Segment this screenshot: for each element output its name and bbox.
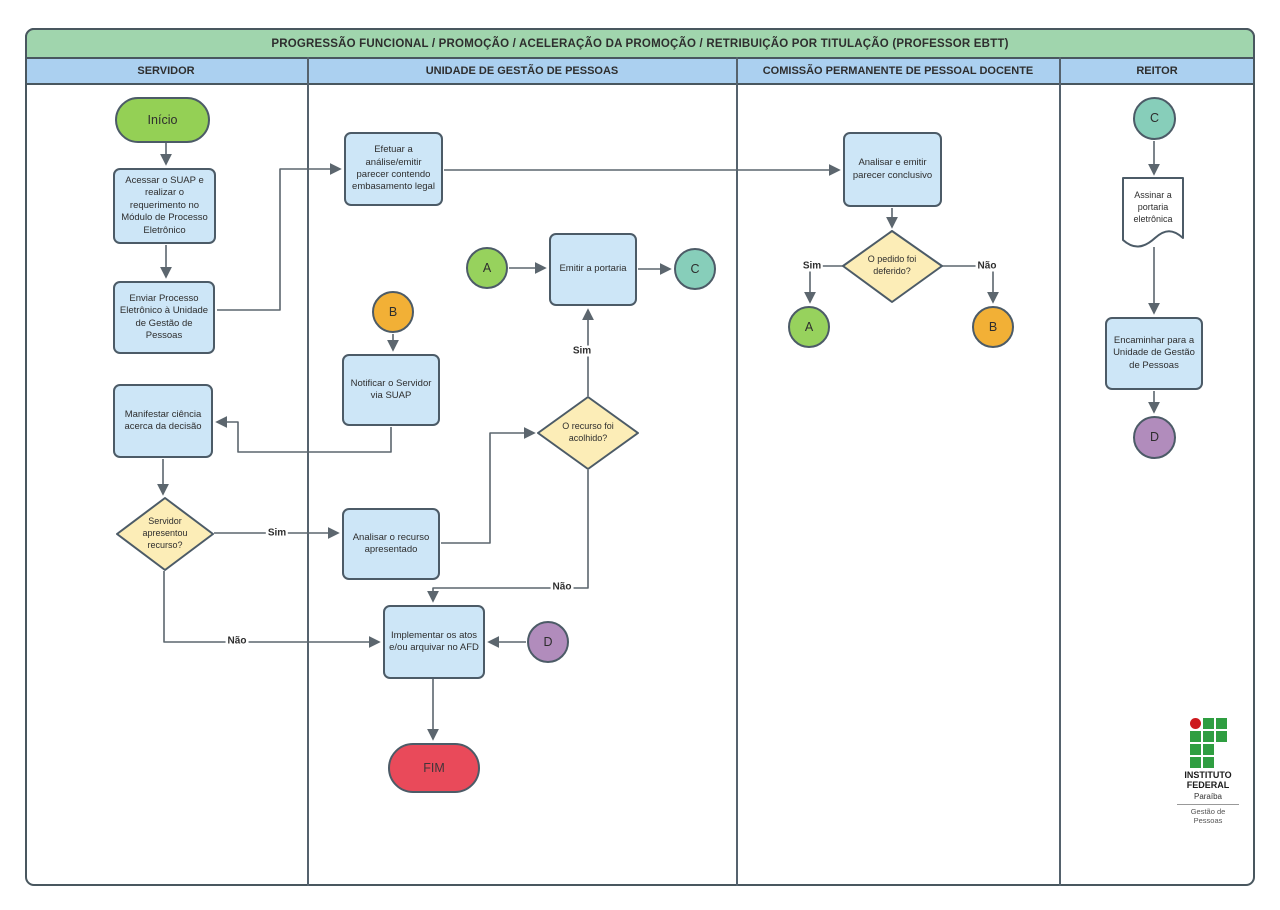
lane-header-comissao-pessoal-docente: COMISSÃO PERMANENTE DE PESSOAL DOCENTE	[762, 65, 1034, 77]
task-enviar-processo: Enviar Processo Eletrônico à Unidade de …	[113, 281, 215, 354]
lane-header-row	[25, 57, 1255, 85]
lane-header-servidor: SERVIDOR	[137, 65, 195, 77]
lane-divider-1	[307, 57, 309, 886]
logo-name-line2: FEDERAL	[1186, 779, 1230, 790]
logo-name-line1: INSTITUTO	[1184, 770, 1232, 780]
document-assinar-portaria: Assinar a portaria eletrônica	[1133, 190, 1173, 224]
task-acessar-suap: Acessar o SUAP e realizar o requerimento…	[113, 168, 216, 244]
edge-label-sim-recurso: Sim	[265, 527, 289, 539]
logo-dept-line1: Gestão de	[1190, 806, 1226, 816]
logo-region: Paraíba	[1193, 791, 1223, 801]
task-analisar-emitir-parecer: Analisar e emitir parecer conclusivo	[843, 132, 942, 207]
logo-dept-line2: Pessoas	[1193, 816, 1223, 826]
edge-label-nao-deferido: Não	[975, 260, 999, 272]
connector-a-comissao: A	[788, 306, 830, 348]
connector-c-ugp: C	[674, 248, 716, 290]
task-notificar-servidor: Notificar o Servidor via SUAP	[342, 354, 440, 426]
ifpb-logo: INSTITUTO FEDERAL Paraíba Gestão de Pess…	[1172, 718, 1244, 826]
edge-label-sim-acolhido: Sim	[570, 345, 594, 357]
task-implementar-atos: Implementar os atos e/ou arquivar no AFD	[383, 605, 485, 679]
connector-b-ugp: B	[372, 291, 414, 333]
task-manifestar-ciencia: Manifestar ciência acerca da decisão	[113, 384, 213, 458]
connector-b-comissao: B	[972, 306, 1014, 348]
task-analisar-recurso: Analisar o recurso apresentado	[342, 508, 440, 580]
connector-d-ugp: D	[527, 621, 569, 663]
connector-a-ugp: A	[466, 247, 508, 289]
start-inicio: Início	[115, 97, 210, 143]
lane-header-unidade-gestao-pessoas: UNIDADE DE GESTÃO DE PESSOAS	[425, 65, 619, 77]
edge-label-nao-recurso: Não	[225, 635, 249, 647]
ifpb-logo-icon	[1189, 718, 1227, 768]
connector-d-reitor: D	[1133, 416, 1176, 459]
edge-label-sim-deferido: Sim	[800, 260, 824, 272]
lane-header-reitor: REITOR	[1136, 65, 1178, 77]
task-emitir-portaria: Emitir a portaria	[549, 233, 637, 306]
lane-divider-3	[1059, 57, 1061, 886]
diagram-title: PROGRESSÃO FUNCIONAL / PROMOÇÃO / ACELER…	[25, 28, 1255, 59]
task-efetuar-analise: Efetuar a análise/emitir parecer contend…	[344, 132, 443, 206]
task-encaminhar-ugp: Encaminhar para a Unidade de Gestão de P…	[1105, 317, 1203, 390]
end-fim: FIM	[388, 743, 480, 793]
lane-divider-2	[736, 57, 738, 886]
connector-c-reitor: C	[1133, 97, 1176, 140]
edge-label-nao-acolhido: Não	[550, 581, 574, 593]
